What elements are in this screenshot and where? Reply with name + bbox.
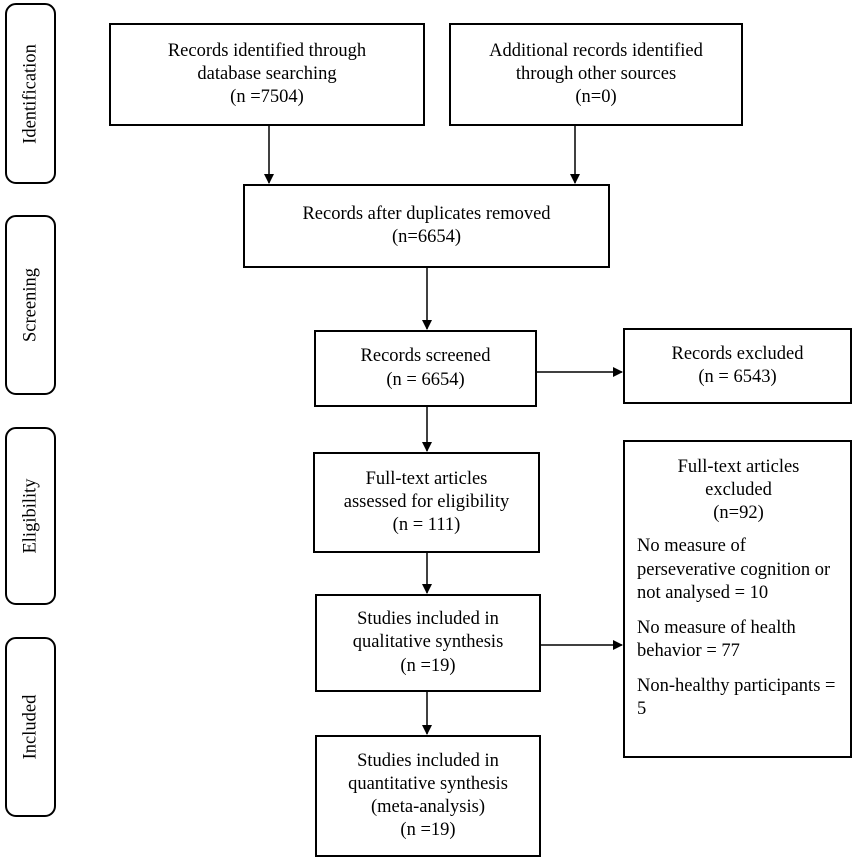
records-screened-line1: Records screened (360, 346, 491, 367)
exclusion-reason: No measure of health behavior = 77 (637, 617, 796, 661)
phase-screening: Screening (5, 215, 56, 395)
quantitative-synthesis-line3: (meta-analysis) (370, 797, 486, 817)
fulltext-assessed-line2: assessed for eligibility (343, 491, 510, 512)
fulltext-assessed-line1: Full-text articles (365, 468, 488, 489)
database-search-box: Records identified through database sear… (109, 23, 425, 126)
after-duplicates-count: (n=6654) (391, 227, 461, 247)
quantitative-synthesis-box: Studies included in quantitative synthes… (315, 735, 541, 857)
exclusion-reason: Non-healthy participants = 5 (637, 676, 836, 720)
other-sources-count: (n=0) (575, 87, 617, 108)
phase-screening-label: Screening (20, 268, 40, 342)
phase-eligibility-label: Eligibility (20, 478, 40, 554)
fulltext-assessed-box: Full-text articles assessed for eligibil… (313, 452, 540, 553)
database-search-line2: database searching (197, 63, 337, 84)
phase-identification: Identification (5, 3, 56, 184)
quantitative-synthesis-line1: Studies included in (357, 750, 499, 771)
phase-included: Included (5, 637, 56, 817)
records-screened-count: (n = 6654) (386, 369, 465, 390)
quantitative-synthesis-line2: quantitative synthesis (348, 773, 508, 794)
phase-included-label: Included (20, 694, 40, 760)
qualitative-synthesis-line2: qualitative synthesis (352, 632, 504, 653)
after-duplicates-box: Records after duplicates removed (n=6654… (243, 184, 610, 268)
records-excluded-line1: Records excluded (671, 343, 804, 364)
fulltext-assessed-count: (n = 111) (392, 515, 461, 536)
fulltext-excluded-line1: Full-text articles (677, 457, 800, 477)
records-excluded-count: (n = 6543) (698, 367, 777, 387)
fulltext-excluded-box: Full-text articles excluded (n=92) No me… (623, 440, 852, 758)
other-sources-box: Additional records identified through ot… (449, 23, 743, 126)
records-screened-box: Records screened (n = 6654) (314, 330, 537, 407)
fulltext-excluded-line2: excluded (705, 480, 772, 501)
quantitative-synthesis-count: (n =19) (400, 820, 456, 841)
other-sources-line1: Additional records identified (489, 40, 703, 61)
qualitative-synthesis-box: Studies included in qualitative synthesi… (315, 594, 541, 692)
records-excluded-box: Records excluded (n = 6543) (623, 328, 852, 404)
database-search-count: (n =7504) (230, 87, 304, 108)
phase-identification-label: Identification (20, 43, 40, 144)
after-duplicates-line1: Records after duplicates removed (302, 203, 551, 224)
other-sources-line2: through other sources (515, 63, 677, 84)
qualitative-synthesis-line1: Studies included in (357, 609, 499, 630)
fulltext-excluded-header: Full-text articles excluded (n=92) (637, 456, 840, 525)
exclusion-reason: No measure of perseverative cognition or… (637, 536, 831, 603)
phase-eligibility: Eligibility (5, 427, 56, 605)
qualitative-synthesis-count: (n =19) (400, 655, 456, 676)
database-search-line1: Records identified through (167, 40, 367, 61)
fulltext-excluded-count: (n=92) (713, 503, 764, 524)
